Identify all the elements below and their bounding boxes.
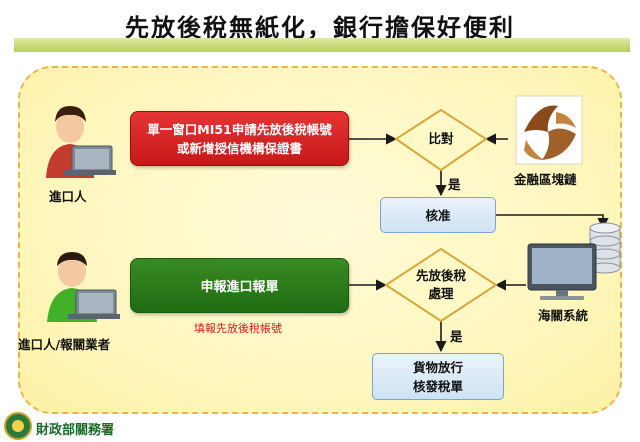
importer-person-icon — [46, 106, 116, 178]
yes-label-compare: 是 — [448, 177, 461, 192]
yes-label-release: 是 — [450, 329, 463, 344]
release-decision-label: 先放後稅 處理 — [401, 267, 481, 303]
release-diamond — [384, 247, 498, 323]
importer-label: 進口人 — [49, 189, 87, 204]
agency-name: 財政部關務署 — [36, 423, 115, 438]
compare-label: 比對 — [428, 131, 454, 146]
broker-person-icon — [47, 252, 120, 322]
release-result-line-1: 貨物放行 — [412, 359, 463, 375]
customs-monitor-icon — [527, 243, 597, 300]
fill-account-note: 填報先放後稅帳號 — [194, 322, 282, 335]
compare-diamond — [394, 108, 488, 172]
customs-system-label: 海關系統 — [538, 308, 589, 323]
release-decision-line-1: 先放後稅 — [415, 268, 466, 283]
apply-account-box: 單一窗口MI51申請先放後稅帳號 或新增授信機構保證書 — [130, 111, 349, 166]
declare-import-label: 申報進口報單 — [200, 280, 279, 295]
release-result-line-2: 核發稅單 — [412, 378, 463, 394]
approve-box: 核准 — [380, 197, 496, 233]
importer-broker-label: 進口人/報關業者 — [18, 337, 111, 352]
release-result-box: 貨物放行 核發稅單 — [372, 353, 504, 400]
apply-account-line-2: 或新增授信機構保證書 — [176, 140, 302, 156]
declare-import-box: 申報進口報單 — [130, 258, 349, 313]
title-underline-bar — [14, 38, 630, 52]
release-decision-line-2: 處理 — [428, 286, 454, 301]
customs-database-icon — [589, 222, 621, 274]
blockchain-label: 金融區塊鏈 — [514, 172, 577, 187]
page-title: 先放後稅無紙化，銀行擔保好便利 — [125, 14, 515, 42]
apply-account-line-1: 單一窗口MI51申請先放後稅帳號 — [147, 121, 332, 137]
arrow-approve-to-database — [496, 214, 609, 230]
customs-emblem-icon — [4, 412, 32, 440]
blockchain-logo-icon — [515, 95, 583, 165]
approve-label: 核准 — [425, 207, 451, 223]
